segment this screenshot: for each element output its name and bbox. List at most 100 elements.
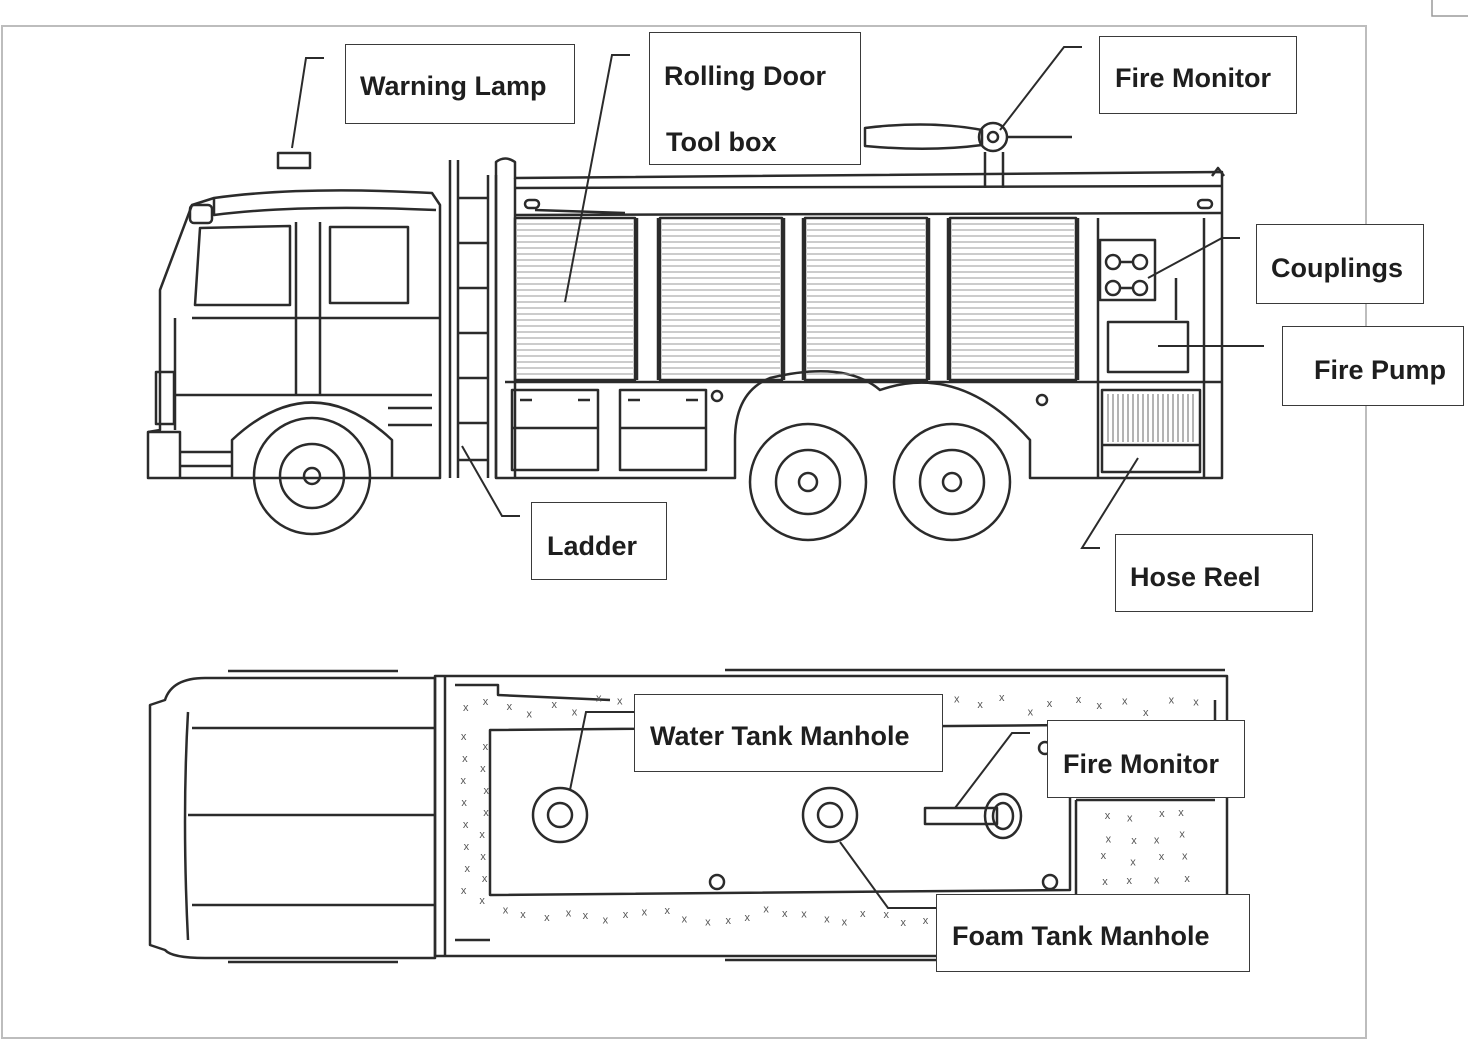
foam-mark: x [1184,873,1190,885]
foam-mark: x [1143,707,1149,719]
top-body [433,674,1229,958]
foam-mark: x [603,915,609,927]
door-slats [517,223,1074,375]
foam-mark: x [801,909,807,921]
foam-mark: x [623,909,629,921]
foam-mark: x [1105,810,1111,822]
foam-mark: x [463,702,469,714]
diagram-frame [1,25,1367,1039]
foam-mark: x [1169,695,1175,707]
leader-warning-lamp [291,57,324,149]
label-ladder: Ladder [547,531,638,561]
callout-rolling-door: Rolling Door Tool box [649,32,861,165]
corner-mark [1431,0,1468,17]
leader-rolling-door [564,54,630,303]
cab-side-window [328,225,410,305]
foam-mark: x [763,903,769,915]
foam-mark: x [463,819,469,831]
callout-water-tank-manhole: Water Tank Manhole [634,694,943,772]
foam-mark: x [884,909,890,921]
foam-mark: x [464,841,470,853]
foam-mark: x [1102,876,1108,888]
foam-mark: x [1178,807,1184,819]
foam-mark: x [1159,851,1165,863]
foam-mark: x [572,707,578,719]
foam-mark: x [482,873,488,885]
cab-lower-panel [173,318,432,430]
callout-fire-pump: Fire Pump [1282,326,1464,406]
foam-mark: x [1122,695,1128,707]
foam-mark: x [999,692,1005,704]
foam-mark: x [664,905,670,917]
foam-mark: x [461,731,467,743]
cab-outline [146,189,442,480]
foam-mark: x [1076,694,1082,706]
side-view [146,121,1225,542]
foam-mark: x [1028,707,1034,719]
foam-mark: x [1154,874,1160,886]
foam-mark: x [461,797,467,809]
foam-mark: x [901,917,907,929]
callout-couplings: Couplings [1256,224,1424,304]
foam-mark: x [480,851,486,863]
foam-mark: x [682,914,688,926]
foam-mark: x [842,916,848,928]
fire-monitor-top [923,792,1023,840]
callout-fire-monitor-top: Fire Monitor [1047,720,1245,798]
label-tool-box: Tool box [666,127,777,157]
foam-mark: x [1179,828,1185,840]
fire-monitor-side [863,121,1072,188]
leader-fire-monitor-side [999,46,1082,131]
foam-mark: x [596,693,602,705]
foam-mark: x [617,696,623,708]
foam-mark: x [1182,850,1188,862]
front-bumper [148,430,182,478]
callout-ladder: Ladder [531,502,667,580]
water-tank-manhole [531,786,589,844]
foam-mark: x [782,908,788,920]
front-fender [230,401,394,478]
foam-mark: x [1127,812,1133,824]
top-rail [514,184,1223,190]
cab-front-window [193,224,292,307]
hose-reel-slats [1107,394,1194,442]
tank-body [494,157,1224,480]
hose-reel [1100,388,1202,474]
top-cab [148,676,437,960]
rolling-doors [513,216,1206,478]
foam-mark: x [520,909,526,921]
leader-lines-top [569,711,1030,909]
foam-mark: x [642,906,648,918]
callout-warning-lamp: Warning Lamp [345,44,575,124]
ladder [448,160,498,478]
leader-lines-side [291,46,1264,549]
leader-ladder [461,445,520,517]
leader-water-tank-manhole [569,711,634,791]
leader-couplings [1147,237,1240,279]
foam-mark: x [461,885,467,897]
mirror [154,370,176,426]
foam-mark: x [1097,700,1103,712]
foam-mark: x [977,699,983,711]
leader-fire-monitor-top [954,732,1030,809]
foam-mark: x [465,863,471,875]
foam-mark: x [507,701,513,713]
label-fire-monitor-top: Fire Monitor [1063,749,1219,779]
foam-mark: x [1154,835,1160,847]
foam-mark: x [1131,835,1137,847]
foam-mark: x [526,709,532,721]
foam-mark: x [566,908,572,920]
leader-hose-reel [1080,457,1139,549]
foam-mark: x [1101,850,1107,862]
foam-mark: x [460,775,466,787]
foam-mark: x [1193,696,1199,708]
callout-hose-reel: Hose Reel [1115,534,1313,612]
front-wheel [252,416,372,536]
foam-mark: x [824,913,830,925]
foam-mark: x [1127,875,1133,887]
couplings [1098,238,1178,320]
foam-mark: x [1130,857,1136,869]
foam-mark: x [705,917,711,929]
foam-mark: x [483,741,489,753]
